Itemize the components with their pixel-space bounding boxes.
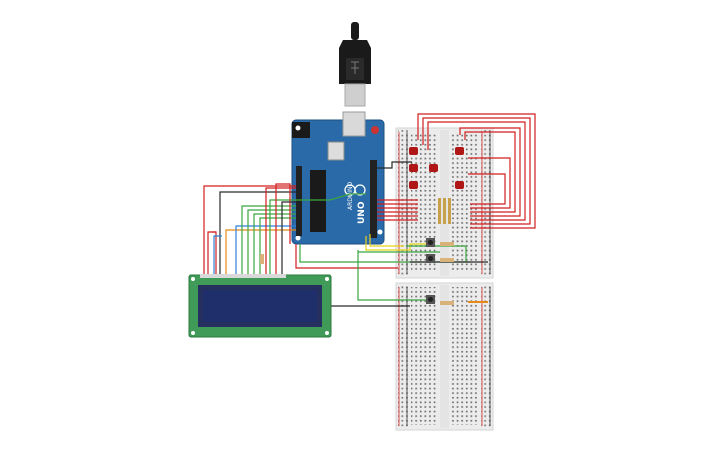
led-3[interactable] — [409, 181, 418, 189]
led-5[interactable] — [455, 147, 464, 155]
led-group — [409, 147, 464, 189]
lcd-16x2-icon[interactable] — [188, 274, 332, 338]
resistor-icon — [440, 242, 488, 305]
arduino-brand: ARDUINO — [347, 181, 354, 210]
led-1[interactable] — [409, 147, 418, 155]
led-4[interactable] — [429, 164, 438, 172]
breadboard-top[interactable] — [395, 127, 494, 279]
resistor-array — [438, 198, 451, 224]
arduino-uno-board[interactable]: ARDUINO UNO — [291, 111, 385, 245]
arduino-model-label: UNO — [357, 201, 367, 224]
led-2[interactable] — [409, 164, 418, 172]
infinity-logo-icon — [344, 184, 366, 196]
resistor-icon — [260, 254, 264, 264]
breadboard-bottom[interactable] — [395, 282, 494, 431]
push-button-icon[interactable] — [426, 295, 435, 304]
usb-cable-icon — [339, 22, 371, 107]
push-button-icon[interactable] — [426, 238, 435, 247]
push-button-icon[interactable] — [426, 254, 435, 263]
led-6[interactable] — [455, 181, 464, 189]
